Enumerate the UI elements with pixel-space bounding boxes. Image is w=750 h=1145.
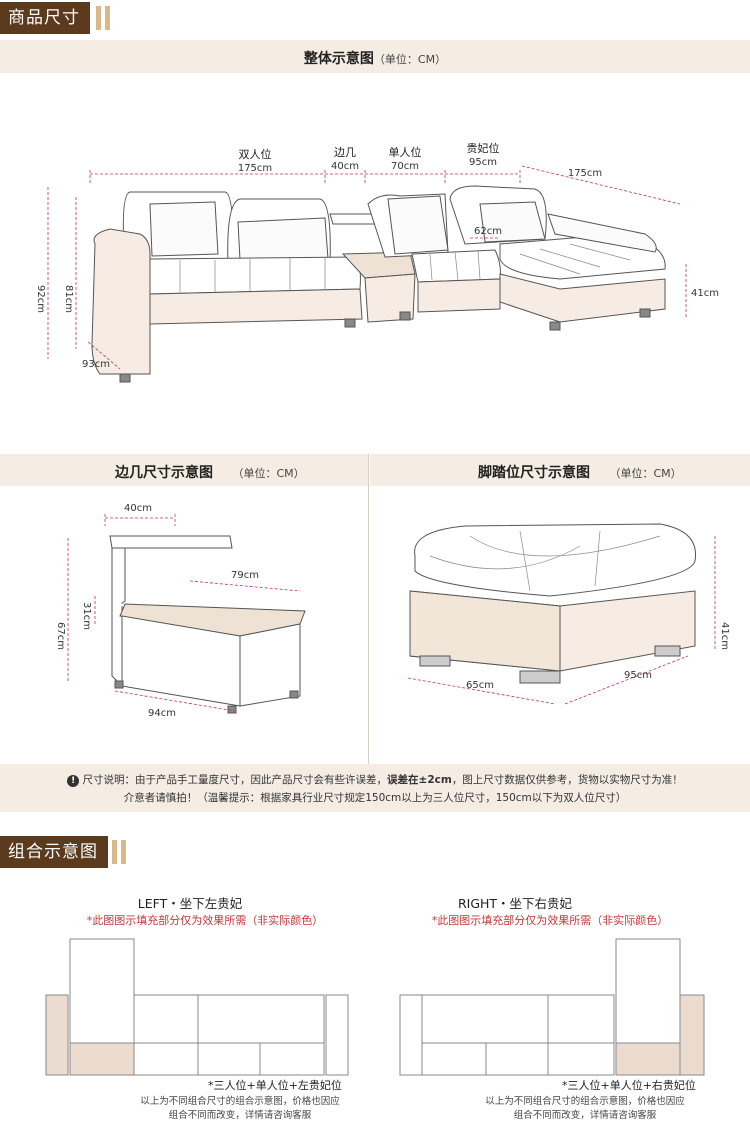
left-combo-desc: *三人位+单人位+左贵妃位 [208, 1079, 342, 1092]
section-header-dimensions: 商品尺寸 [0, 2, 90, 34]
overall-sofa-diagram: 双人位 175cm 边几 40cm 单人位 70cm 贵妃位 95cm 175c… [35, 141, 719, 383]
notice-text-c: ，图上尺寸数据仅供参考，货物以实物尺寸为准！ [451, 774, 683, 786]
left-combo-sub-line2: 组合不同而改变，详情请咨询客服 [168, 1110, 312, 1121]
pillow [387, 195, 449, 255]
ottoman-diagram: 65cm 95cm 41cm [407, 523, 730, 705]
notice-line-1: ! 尺寸说明：由于产品手工量度尺寸，因此产品尺寸会有些许误差，误差在±2cm，图… [0, 772, 750, 787]
side-table-diagram: 40cm 79cm 31cm 67cm 94cm [55, 503, 306, 719]
ottoman-width-dim: 65cm [466, 680, 494, 691]
band-title-text: 整体示意图 [303, 51, 374, 67]
overall-band [0, 40, 750, 73]
single-seat-label: 单人位 [389, 145, 422, 159]
left-combo-title: LEFT・坐下左贵妃 [137, 896, 243, 911]
ottoman-band [370, 454, 750, 486]
section-header-label: 商品尺寸 [8, 8, 80, 28]
chaise-height-dim: 41cm [691, 288, 719, 299]
notice-text-a: 尺寸说明：由于产品手工量度尺寸，因此产品尺寸会有些许误差， [82, 774, 388, 786]
right-combo-desc: *三人位+单人位+右贵妃位 [562, 1079, 696, 1092]
left-combo-note: *此图图示填充部分仅为效果所需（非实际颜色） [86, 914, 324, 927]
double-seat-dim: 175cm [238, 163, 272, 174]
table-low-height-dim: 31cm [81, 602, 92, 630]
seat-cushion [149, 256, 361, 295]
table-length-dim: 79cm [231, 570, 259, 581]
table-height-dim: 67cm [55, 622, 66, 650]
pillow [237, 217, 329, 261]
seat-depth-dim: 62cm [474, 226, 502, 237]
ottoman-length-dim: 95cm [624, 670, 652, 681]
side-table-band [0, 454, 368, 486]
chaise-dim: 95cm [469, 157, 497, 168]
left-combo-sub-line1: 以上为不同组合尺寸的组合示意图，价格也因应 [140, 1096, 340, 1107]
side-table-top [329, 213, 379, 225]
right-combo-note: *此图图示填充部分仅为效果所需（非实际颜色） [431, 914, 669, 927]
table-top-width-dim: 40cm [124, 503, 152, 514]
back-height-dim: 81cm [63, 285, 74, 313]
depth-dim: 93cm [82, 359, 110, 370]
warning-icon: ! [67, 775, 80, 787]
double-seat-label: 双人位 [239, 147, 272, 161]
right-combo-sub-line2: 组合不同而改变，详情请咨询客服 [513, 1110, 657, 1121]
band-unit-text: （单位：CM） [373, 53, 447, 66]
notice-text-bold: 误差在±2cm [387, 774, 452, 786]
ottoman-band-title: 脚踏位尺寸示意图 （单位：CM） [478, 462, 682, 482]
side-table-dim: 40cm [331, 161, 359, 172]
chaise-label: 贵妃位 [467, 141, 500, 155]
band-unit-text: （单位：CM） [609, 467, 682, 480]
chaise-base [499, 273, 666, 323]
notice-band [0, 764, 750, 812]
divider [368, 454, 369, 764]
overall-band-title: 整体示意图（单位：CM） [0, 48, 750, 68]
right-combo-title: RIGHT・坐下右贵妃 [457, 896, 573, 911]
right-combo-diagram [399, 938, 705, 1076]
ottoman-height-dim: 41cm [719, 622, 730, 650]
right-combo-sub-line1: 以上为不同组合尺寸的组合示意图，价格也因应 [485, 1096, 685, 1107]
side-table-label: 边几 [334, 146, 356, 159]
section-header-label: 组合示意图 [8, 842, 98, 862]
total-height-dim: 92cm [35, 285, 46, 313]
band-unit-text: （单位：CM） [232, 467, 305, 480]
section-header-combination: 组合示意图 [0, 836, 108, 868]
right-combo-sub: 以上为不同组合尺寸的组合示意图，价格也因应 组合不同而改变，详情请咨询客服 [455, 1095, 715, 1123]
notice-line-2: 介意者请慎拍！（温馨提示：根据家具行业尺寸规定150cm以上为三人位尺寸，150… [123, 792, 627, 804]
pillow [479, 201, 546, 243]
chaise-arm [547, 213, 657, 253]
sofa-base [149, 288, 363, 325]
band-title-text: 边几尺寸示意图 [115, 465, 213, 481]
left-combo-sub: 以上为不同组合尺寸的组合示意图，价格也因应 组合不同而改变，详情请咨询客服 [110, 1095, 370, 1123]
single-base [417, 278, 501, 313]
left-armrest [91, 228, 151, 375]
side-table-body [364, 273, 416, 323]
table-depth-dim: 94cm [148, 708, 176, 719]
left-combo-diagram [45, 938, 349, 1076]
pillow [149, 201, 219, 257]
band-title-text: 脚踏位尺寸示意图 [478, 465, 590, 481]
chaise-length-dim: 175cm [568, 168, 602, 179]
single-seat-dim: 70cm [391, 161, 419, 172]
side-table-band-title: 边几尺寸示意图 （单位：CM） [115, 462, 305, 482]
